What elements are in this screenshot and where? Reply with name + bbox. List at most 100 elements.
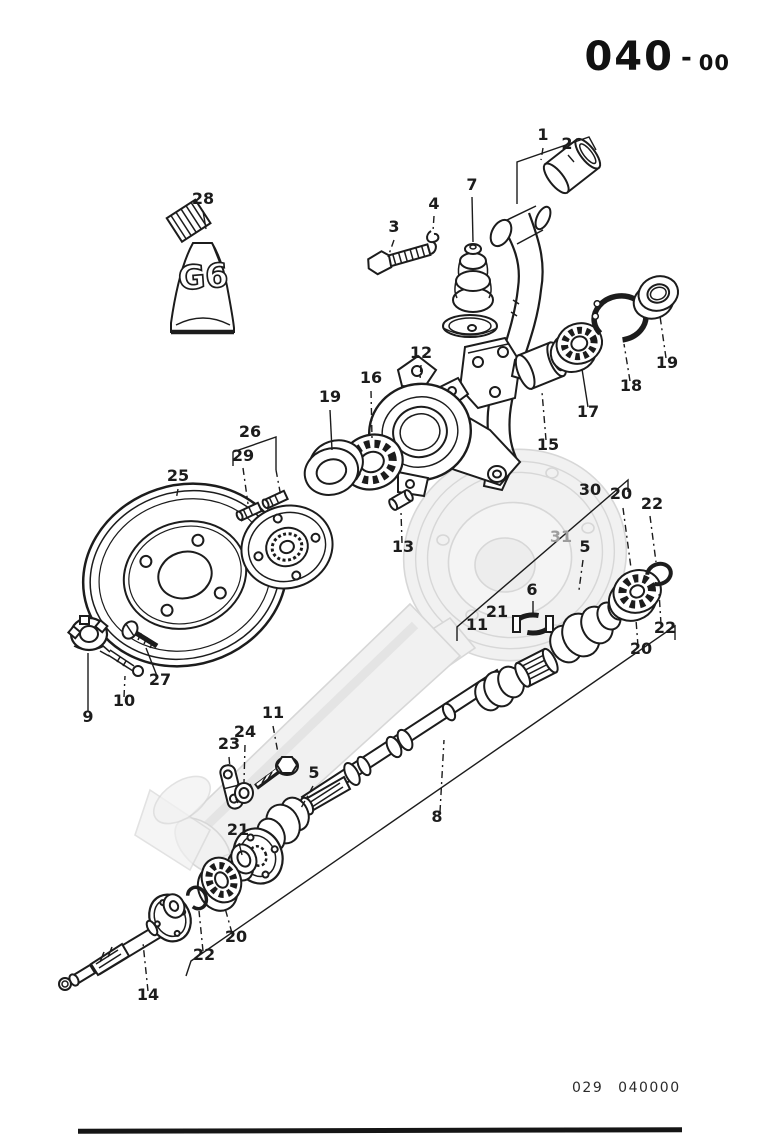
cv-boot (474, 665, 525, 712)
callout-leader (439, 739, 445, 813)
part-callout-16: 16 (360, 368, 382, 387)
callout-leader (123, 675, 126, 698)
part-callout-25: 25 (167, 466, 189, 485)
sub-code: 00 (698, 51, 730, 75)
part-callout-8: 8 (431, 807, 442, 826)
callout-bracket (516, 136, 597, 204)
spring-cup (442, 314, 498, 338)
callout-bracket (456, 478, 629, 641)
callout-leader (471, 196, 474, 243)
part-callout-20: 20 (630, 639, 652, 658)
callout-leader (581, 368, 589, 408)
callout-leader (578, 559, 584, 591)
callout-leader (175, 488, 179, 501)
part-callout-14: 14 (137, 985, 159, 1004)
callout-leader (242, 467, 249, 505)
snap-ring (185, 885, 209, 911)
part-callout-31: 31 (550, 527, 572, 546)
hex-bolt (367, 243, 432, 276)
part-callout-1: 1 (537, 125, 548, 144)
part-callout-5: 5 (308, 763, 319, 782)
callout-bracket (185, 624, 676, 977)
callout-leader (659, 315, 667, 359)
screw (121, 620, 159, 649)
part-callout-28: 28 (192, 189, 214, 208)
callout-leader (243, 744, 246, 783)
part-callout-12: 12 (410, 343, 432, 362)
nut (234, 782, 254, 804)
castellated-nut (66, 615, 109, 652)
group-code-separator: - (680, 43, 692, 73)
callout-leader (635, 619, 639, 647)
callout-leader (228, 756, 231, 769)
part-callout-19: 19 (319, 387, 341, 406)
oil-seal (303, 439, 364, 496)
part-callout-22: 22 (654, 618, 676, 637)
callout-leader (623, 343, 631, 382)
part-callout-7: 7 (466, 175, 477, 194)
part-callout-11: 11 (466, 615, 488, 634)
part-callout-10: 10 (113, 691, 135, 710)
snap-ring (645, 561, 673, 587)
callout-leader (540, 147, 544, 161)
part-callout-23: 23 (218, 734, 240, 753)
callout-leader (198, 910, 204, 952)
bearing (608, 569, 662, 622)
part-callout-5: 5 (579, 537, 590, 556)
callout-leader (238, 842, 243, 856)
group-code: 040 (584, 34, 674, 80)
part-callout-6: 6 (526, 580, 537, 599)
part-callout-3: 3 (388, 217, 399, 236)
part-callout-22: 22 (193, 945, 215, 964)
part-callout-24: 24 (234, 722, 256, 741)
callout-leader (370, 390, 373, 439)
callout-leader (272, 725, 279, 754)
drawing-number: 029 040000 (572, 1080, 681, 1096)
callout-leader (658, 591, 662, 625)
part-callout-27: 27 (149, 670, 171, 689)
callout-leader (142, 942, 149, 992)
part-callout-21: 21 (227, 820, 249, 839)
callout-leader (224, 907, 233, 934)
stub-axle (58, 893, 192, 991)
vent-sleeve (542, 137, 602, 195)
shaft-seal (632, 275, 680, 320)
callout-leader (541, 391, 547, 441)
spacer-pin (388, 489, 414, 511)
part-callout-26: 26 (239, 422, 261, 441)
part-callout-29: 29 (232, 446, 254, 465)
axle-housing-ghost (134, 448, 628, 892)
callout-leader (649, 515, 657, 563)
boot-clamp (512, 612, 554, 636)
spring-clip (426, 230, 440, 255)
part-callout-19: 19 (656, 353, 678, 372)
rubber-buffer (452, 243, 494, 313)
part-callout-4: 4 (428, 194, 439, 213)
part-callout-30: 30 (579, 480, 601, 499)
bolt (254, 756, 299, 790)
part-callout-20: 20 (610, 484, 632, 503)
part-callout-15: 15 (537, 435, 559, 454)
ball-bearing (549, 322, 604, 373)
part-callout-2: 2 (561, 134, 572, 153)
part-callout-13: 13 (392, 537, 414, 556)
part-callout-11: 11 (262, 703, 284, 722)
tube-brand-label: G6 (177, 255, 230, 297)
part-callout-18: 18 (620, 376, 642, 395)
part-callout-22: 22 (641, 494, 663, 513)
grease-tube: G6 (165, 198, 235, 335)
splined-coupling (514, 647, 559, 688)
cotter-pin (99, 644, 144, 677)
callout-leader (567, 154, 575, 163)
callout-leader (275, 469, 282, 498)
callout-bracket (232, 436, 277, 470)
part-callout-20: 20 (225, 927, 247, 946)
wheel-hub (240, 504, 334, 590)
callout-leader (400, 511, 403, 544)
callout-leader (145, 647, 158, 677)
part-callout-17: 17 (577, 402, 599, 421)
part-callout-21: 21 (486, 602, 508, 621)
part-callout-9: 9 (82, 707, 93, 726)
